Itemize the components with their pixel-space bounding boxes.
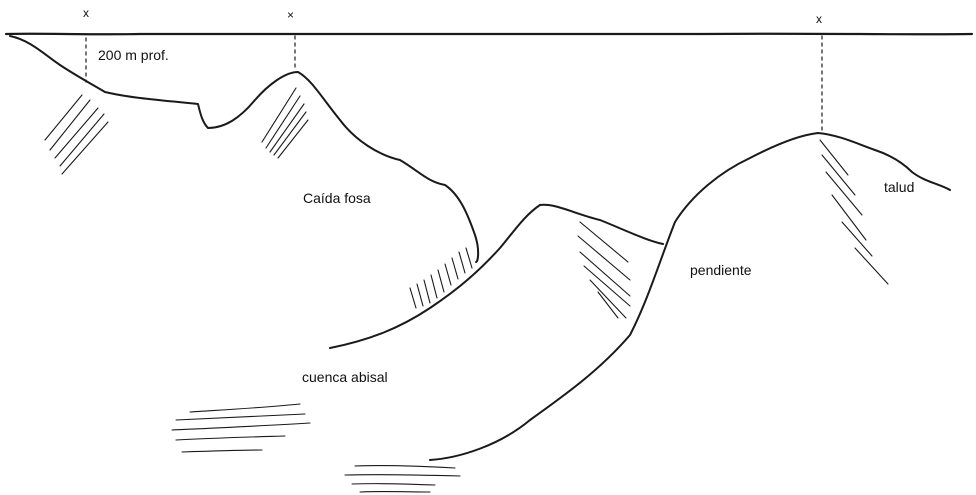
- label-abyssal-basin: cuenca abisal: [302, 369, 388, 385]
- hatching-trench-base: [410, 248, 472, 308]
- sediment-lines-trench-floor: [345, 466, 460, 492]
- label-trench-drop: Caída fosa: [303, 190, 371, 206]
- abyssal-ridge-profile: [330, 205, 663, 348]
- hatching-talus: [820, 140, 888, 284]
- label-talus: talud: [884, 179, 914, 195]
- surface-marker-middle: ×: [287, 8, 294, 22]
- sea-surface-line: [6, 34, 972, 35]
- hatching-ridge-slope: [578, 222, 630, 318]
- sediment-lines-basin: [172, 404, 310, 452]
- hatching-seamount: [262, 88, 308, 158]
- surface-marker-left: x: [83, 6, 89, 20]
- label-depth: 200 m prof.: [98, 47, 169, 63]
- shelf-and-seamount-profile: [10, 36, 478, 262]
- continental-slope-profile: [430, 133, 950, 460]
- label-slope: pendiente: [690, 262, 752, 278]
- hatching-shelf-left: [45, 95, 108, 174]
- surface-marker-right: x: [816, 12, 822, 26]
